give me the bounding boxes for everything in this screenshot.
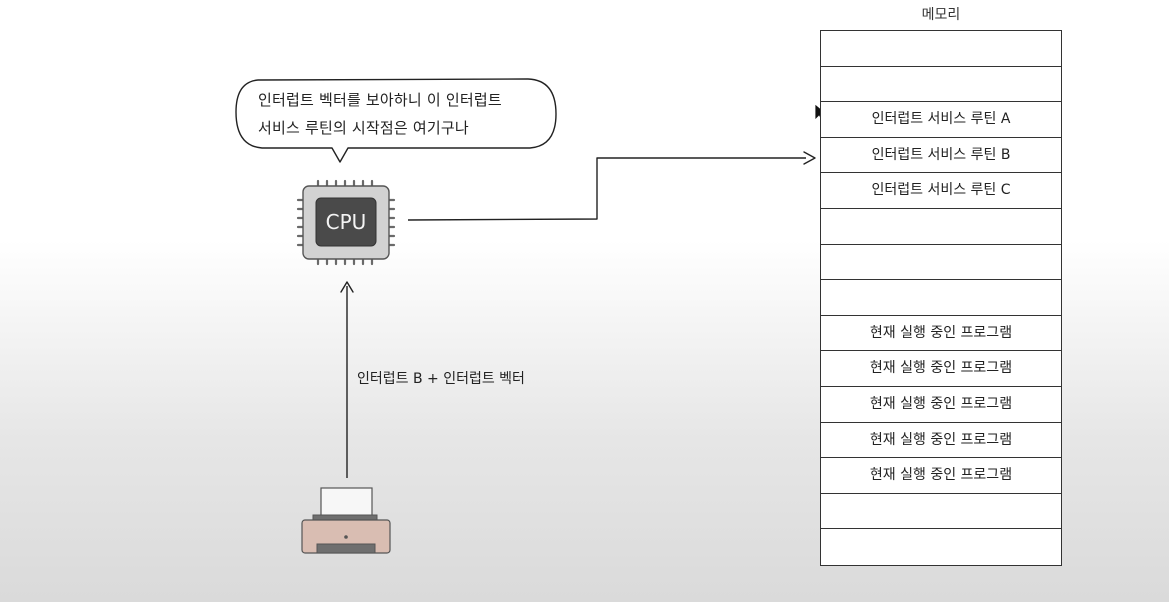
memory-cell: 현재 실행 중인 프로그램 bbox=[821, 316, 1061, 352]
memory-cell bbox=[821, 280, 1061, 316]
vector-connector-line bbox=[407, 157, 806, 221]
memory-cell: 인터럽트 서비스 루틴 C bbox=[821, 173, 1061, 209]
printer-icon bbox=[301, 487, 391, 554]
speech-bubble bbox=[235, 78, 557, 163]
memory-cell: 현재 실행 중인 프로그램 bbox=[821, 458, 1061, 494]
arrow-head bbox=[340, 281, 354, 293]
memory-cell bbox=[821, 209, 1061, 245]
speech-line-2: 서비스 루틴의 시작점은 여기구나 bbox=[258, 119, 469, 137]
memory-cell bbox=[821, 529, 1061, 565]
cpu-chip-icon bbox=[296, 179, 396, 266]
memory-cell: 현재 실행 중인 프로그램 bbox=[821, 423, 1061, 459]
interrupt-signal-label: 인터럽트 B + 인터럽트 벡터 bbox=[357, 371, 525, 387]
memory-cell bbox=[821, 494, 1061, 530]
memory-cell bbox=[821, 67, 1061, 103]
memory-cell: 인터럽트 서비스 루틴 A bbox=[821, 102, 1061, 138]
arrow-head bbox=[803, 151, 816, 165]
speech-line-1: 인터럽트 벡터를 보아하니 이 인터럽트 bbox=[258, 91, 502, 109]
memory-cell: 현재 실행 중인 프로그램 bbox=[821, 351, 1061, 387]
memory-title: 메모리 bbox=[921, 7, 961, 23]
memory-cell: 인터럽트 서비스 루틴 B bbox=[821, 138, 1061, 174]
speech-bubble-text: 인터럽트 벡터를 보아하니 이 인터럽트 서비스 루틴의 시작점은 여기구나 bbox=[258, 86, 558, 142]
memory-cell bbox=[821, 245, 1061, 281]
memory-cell bbox=[821, 31, 1061, 67]
memory-cell: 현재 실행 중인 프로그램 bbox=[821, 387, 1061, 423]
cpu-label: CPU bbox=[325, 210, 367, 234]
